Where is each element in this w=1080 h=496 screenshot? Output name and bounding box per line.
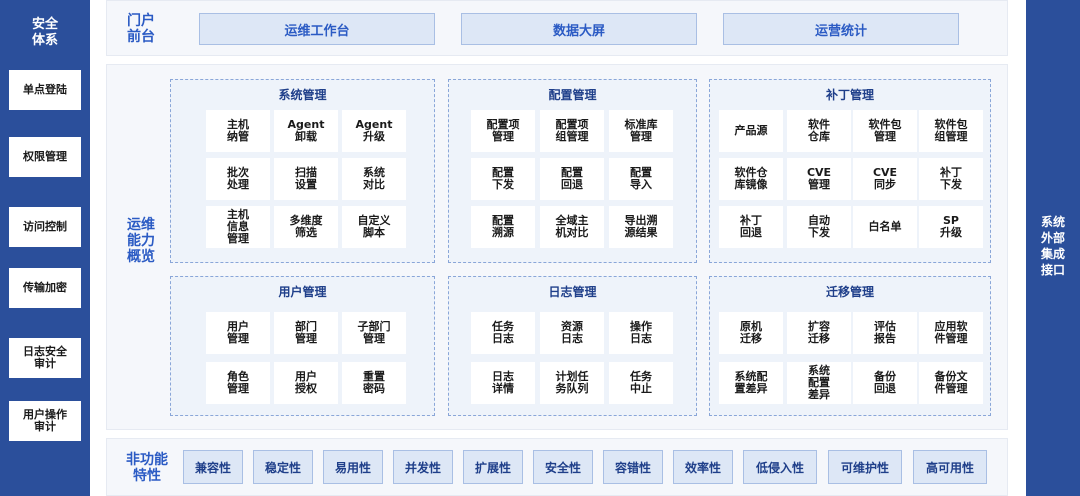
user-authorization-cell[interactable]: 用户 授权 — [274, 362, 338, 404]
stability-item[interactable]: 稳定性 — [253, 450, 313, 484]
host-onboarding-cell[interactable]: 主机 纳管 — [206, 110, 270, 152]
software-repo-cell[interactable]: 软件 仓库 — [787, 110, 851, 152]
config-management-panel: 配置管理 配置项 管理 配置项 组管理 标准库 管理 配置 下发 配置 回退 配… — [448, 79, 697, 263]
data-screen-button[interactable]: 数据大屏 — [461, 13, 697, 45]
portal-band: 门户 前台 运维工作台 数据大屏 运营统计 — [106, 0, 1008, 56]
department-management-cell[interactable]: 部门 管理 — [274, 312, 338, 354]
transport-encryption-item[interactable]: 传输加密 — [9, 268, 81, 308]
system-management-title: 系统管理 — [278, 88, 327, 102]
repo-mirror-cell[interactable]: 软件仓 库镜像 — [719, 158, 783, 200]
low-intrusion-item[interactable]: 低侵入性 — [743, 450, 817, 484]
scalability-item[interactable]: 扩展性 — [463, 450, 523, 484]
nonfunctional-label: 非功能 特性 — [126, 452, 168, 484]
ops-capability-label: 运维 能力 概览 — [127, 217, 155, 265]
assessment-report-cell[interactable]: 评估 报告 — [853, 312, 917, 354]
scheduled-task-queue-cell[interactable]: 计划任 务队列 — [540, 362, 604, 404]
batch-processing-cell[interactable]: 批次 处理 — [206, 158, 270, 200]
high-availability-item[interactable]: 高可用性 — [913, 450, 987, 484]
log-management-title: 日志管理 — [548, 285, 597, 299]
cve-management-cell[interactable]: CVE 管理 — [787, 158, 851, 200]
cve-sync-cell[interactable]: CVE 同步 — [853, 158, 917, 200]
patch-dispatch-cell[interactable]: 补丁 下发 — [919, 158, 983, 200]
system-management-panel: 系统管理 主机 纳管 Agent 卸载 Agent 升级 批次 处理 扫描 设置… — [170, 79, 435, 263]
agent-uninstall-cell[interactable]: Agent 卸载 — [274, 110, 338, 152]
log-security-audit-item[interactable]: 日志安全 审计 — [9, 338, 81, 378]
host-info-management-cell[interactable]: 主机 信息 管理 — [206, 206, 270, 248]
security-item[interactable]: 安全性 — [533, 450, 593, 484]
patch-rollback-cell[interactable]: 补丁 回退 — [719, 206, 783, 248]
sp-upgrade-cell[interactable]: SP 升级 — [919, 206, 983, 248]
ops-capability-band: 运维 能力 概览 系统管理 主机 纳管 Agent 卸载 Agent 升级 批次… — [106, 64, 1008, 430]
export-trace-result-cell[interactable]: 导出溯 源结果 — [609, 206, 673, 248]
config-dispatch-cell[interactable]: 配置 下发 — [471, 158, 535, 200]
sub-department-management-cell[interactable]: 子部门 管理 — [342, 312, 406, 354]
auto-dispatch-cell[interactable]: 自动 下发 — [787, 206, 851, 248]
external-integration-column: 系统 外部 集成 接口 — [1026, 0, 1080, 496]
global-host-compare-cell[interactable]: 全域主 机对比 — [540, 206, 604, 248]
user-admin-cell[interactable]: 用户 管理 — [206, 312, 270, 354]
package-group-management-cell[interactable]: 软件包 组管理 — [919, 110, 983, 152]
migration-management-title: 迁移管理 — [825, 285, 874, 299]
access-control-item[interactable]: 访问控制 — [9, 207, 81, 247]
product-source-cell[interactable]: 产品源 — [719, 110, 783, 152]
standard-library-management-cell[interactable]: 标准库 管理 — [609, 110, 673, 152]
config-management-title: 配置管理 — [548, 88, 597, 102]
config-rollback-cell[interactable]: 配置 回退 — [540, 158, 604, 200]
security-system-title: 安全 体系 — [31, 17, 58, 48]
app-software-management-cell[interactable]: 应用软 件管理 — [919, 312, 983, 354]
software-package-management-cell[interactable]: 软件包 管理 — [853, 110, 917, 152]
config-import-cell[interactable]: 配置 导入 — [609, 158, 673, 200]
user-operation-audit-item[interactable]: 用户操作 审计 — [9, 401, 81, 441]
concurrency-item[interactable]: 并发性 — [393, 450, 453, 484]
permission-management-item[interactable]: 权限管理 — [9, 137, 81, 177]
fault-tolerance-item[interactable]: 容错性 — [603, 450, 663, 484]
whitelist-cell[interactable]: 白名单 — [853, 206, 917, 248]
user-management-panel: 用户管理 用户 管理 部门 管理 子部门 管理 角色 管理 用户 授权 重置 密… — [170, 276, 435, 416]
role-management-cell[interactable]: 角色 管理 — [206, 362, 270, 404]
multi-dimension-filter-cell[interactable]: 多维度 筛选 — [274, 206, 338, 248]
task-log-cell[interactable]: 任务 日志 — [471, 312, 535, 354]
resource-log-cell[interactable]: 资源 日志 — [540, 312, 604, 354]
custom-script-cell[interactable]: 自定义 脚本 — [342, 206, 406, 248]
system-compare-cell[interactable]: 系统 对比 — [342, 158, 406, 200]
log-management-panel: 日志管理 任务 日志 资源 日志 操作 日志 日志 详情 计划任 务队列 任务 … — [448, 276, 697, 416]
system-config-diff-alt-cell[interactable]: 系统 配置 差异 — [787, 362, 851, 404]
log-details-cell[interactable]: 日志 详情 — [471, 362, 535, 404]
agent-upgrade-cell[interactable]: Agent 升级 — [342, 110, 406, 152]
compatibility-item[interactable]: 兼容性 — [183, 450, 243, 484]
original-host-migration-cell[interactable]: 原机 迁移 — [719, 312, 783, 354]
config-traceability-cell[interactable]: 配置 溯源 — [471, 206, 535, 248]
backup-rollback-cell[interactable]: 备份 回退 — [853, 362, 917, 404]
reset-password-cell[interactable]: 重置 密码 — [342, 362, 406, 404]
config-group-management-cell[interactable]: 配置项 组管理 — [540, 110, 604, 152]
task-abort-cell[interactable]: 任务 中止 — [609, 362, 673, 404]
efficiency-item[interactable]: 效率性 — [673, 450, 733, 484]
maintainability-item[interactable]: 可维护性 — [828, 450, 902, 484]
operation-log-cell[interactable]: 操作 日志 — [609, 312, 673, 354]
portal-label: 门户 前台 — [127, 13, 155, 45]
migration-management-panel: 迁移管理 原机 迁移 扩容 迁移 评估 报告 应用软 件管理 系统配 置差异 系… — [709, 276, 991, 416]
single-sign-on-item[interactable]: 单点登陆 — [9, 70, 81, 110]
system-config-diff-cell[interactable]: 系统配 置差异 — [719, 362, 783, 404]
patch-management-panel: 补丁管理 产品源 软件 仓库 软件包 管理 软件包 组管理 软件仓 库镜像 CV… — [709, 79, 991, 263]
operations-stats-button[interactable]: 运营统计 — [723, 13, 959, 45]
ops-workbench-button[interactable]: 运维工作台 — [199, 13, 435, 45]
user-management-title: 用户管理 — [278, 285, 327, 299]
usability-item[interactable]: 易用性 — [323, 450, 383, 484]
patch-management-title: 补丁管理 — [825, 88, 874, 102]
scan-settings-cell[interactable]: 扫描 设置 — [274, 158, 338, 200]
external-integration-title: 系统 外部 集成 接口 — [1040, 215, 1065, 277]
backup-file-management-cell[interactable]: 备份文 件管理 — [919, 362, 983, 404]
security-system-column: 安全 体系 单点登陆 权限管理 访问控制 传输加密 日志安全 审计 用户操作 审… — [0, 0, 90, 496]
config-item-management-cell[interactable]: 配置项 管理 — [471, 110, 535, 152]
scale-out-migration-cell[interactable]: 扩容 迁移 — [787, 312, 851, 354]
